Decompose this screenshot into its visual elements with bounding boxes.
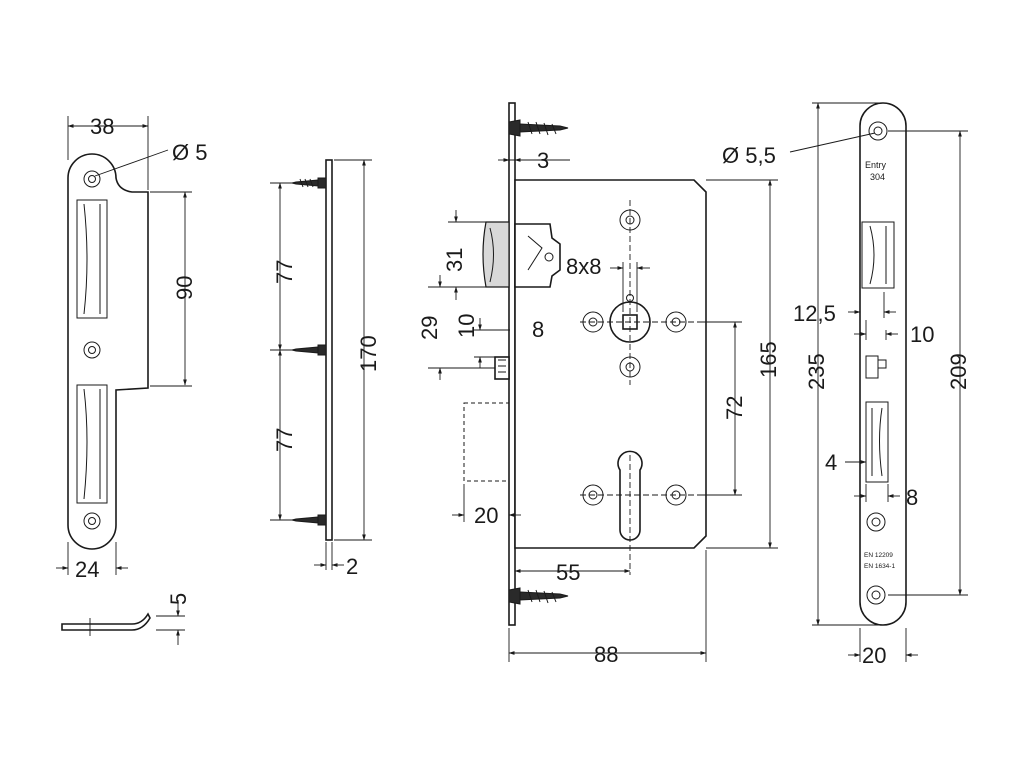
faceplate-bottom-label: 20 [862,643,886,668]
screw-middle [291,344,327,356]
strike-hole-label: Ø 5 [172,140,207,165]
strike-thickness-label: 5 [166,593,191,605]
body-offset10-label: 10 [454,314,479,338]
faceplate-gap4-label: 4 [825,450,837,475]
body-deadbolt-label: 20 [474,503,498,528]
faceplate-inner-label: 209 [946,353,971,390]
body-center-label: 72 [722,396,747,420]
profile-lower-label: 77 [272,428,297,452]
screw-bottom [291,514,327,526]
strike-plate: 38 Ø 5 90 24 5 [56,114,207,645]
body-depth-label: 88 [594,642,618,667]
profile-total-label: 170 [356,335,381,372]
faceplate-text-304: 304 [870,172,885,182]
faceplate-gap8-label: 8 [906,485,918,510]
faceplate-total-label: 235 [804,353,829,390]
body-backset-label: 55 [556,560,580,585]
faceplate-screw-top [508,119,569,137]
strike-width-label: 38 [90,114,114,139]
body-latch-label: 31 [442,248,467,272]
faceplate-text-entry: Entry [865,160,887,170]
body-spindle-label: 8x8 [566,254,601,279]
body-offset8-label: 8 [532,317,544,342]
faceplate-width10-label: 10 [910,322,934,347]
strike-bottom-label: 24 [75,557,99,582]
faceplate-width125-label: 12,5 [793,301,836,326]
faceplate-hole-label: Ø 5,5 [722,143,776,168]
body-offset29-label: 29 [417,316,442,340]
side-profile: 77 77 170 2 [270,159,381,579]
profile-upper-label: 77 [272,260,297,284]
screw-top [291,177,327,189]
body-faceplate-label: 3 [537,148,549,173]
strike-height-label: 90 [172,276,197,300]
profile-thickness-label: 2 [346,554,358,579]
faceplate-norm-2: EN 1634-1 [864,563,895,570]
lock-body: 3 31 8x8 29 10 8 165 72 [417,102,781,667]
faceplate-screw-bottom [508,587,569,605]
faceplate-norm-1: EN 12209 [864,552,893,559]
face-plate: Entry 304 EN 12209 EN 1634-1 Ø 5,5 235 2… [722,102,971,668]
body-height-label: 165 [756,341,781,378]
